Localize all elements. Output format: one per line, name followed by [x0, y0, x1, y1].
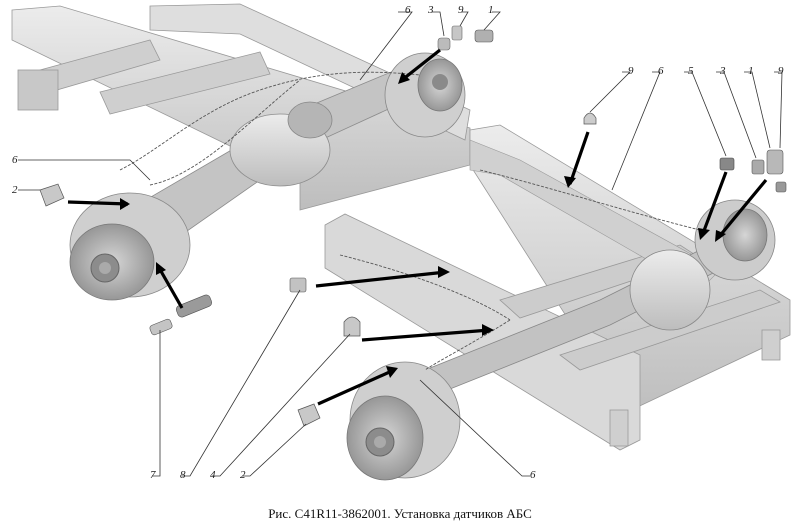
callout-bottom-7: 7: [150, 469, 156, 481]
callout-right-9: 9: [778, 65, 784, 77]
callout-top-6: 6: [405, 4, 411, 16]
arrow-clip-4-head: [482, 324, 494, 336]
arrow-top-sensor-head: [398, 72, 410, 84]
figure-caption: Рис. С41R11-3862001. Установка датчиков …: [268, 506, 532, 521]
arrow-right-sensor-a: [700, 171, 728, 237]
callout-right-3: 3: [719, 65, 726, 77]
callout-left-2: 2: [12, 184, 18, 196]
rear-left-hub: [346, 361, 461, 481]
part-bracket-bottom: [297, 403, 321, 427]
callout-mid-9: 9: [628, 65, 634, 77]
part-sensor-7b: [149, 318, 173, 336]
rear-frame-leg-1: [609, 409, 629, 447]
part-clip-mid: [583, 112, 597, 125]
callout-right-1: 1: [748, 65, 754, 77]
part-clip-9: [775, 181, 787, 193]
callout-bottom-8: 8: [180, 469, 186, 481]
callout-right-5: 5: [688, 65, 694, 77]
callout-top-1: 1: [488, 4, 494, 16]
part-clip-4: [343, 316, 361, 337]
rear-frame-leg-2: [761, 329, 781, 361]
arrow-clip-mid: [568, 131, 590, 185]
arrow-bracket-bottom: [317, 368, 395, 406]
arrow-sensor-7-head: [156, 262, 166, 275]
arrow-left-bracket-head: [120, 198, 130, 210]
abs-wiring-harness: [119, 71, 701, 371]
callout-top-9: 9: [458, 4, 464, 16]
callout-bottom-4: 4: [210, 469, 216, 481]
rear-axle: [399, 239, 736, 406]
part-bushing-3: [751, 159, 765, 175]
rear-differential: [629, 249, 711, 331]
callout-top-3: 3: [427, 4, 434, 16]
callout-left-6: 6: [12, 154, 18, 166]
part-sensor-1: [766, 149, 784, 175]
arrow-clip-4: [361, 328, 491, 342]
arrow-left-bracket: [67, 200, 129, 206]
part-sensor-top: [474, 29, 494, 43]
arrow-top-sensor: [401, 48, 441, 82]
part-bushing-top: [437, 37, 451, 51]
front-right-hub: [384, 52, 466, 138]
arrow-right-sensor-b: [716, 178, 768, 240]
front-diff-cover: [287, 101, 333, 139]
loose-parts: [39, 25, 787, 427]
arrow-sensor-7: [156, 265, 184, 309]
part-clip-top: [451, 25, 463, 41]
callout-mid-6: 6: [658, 65, 664, 77]
front-spring-bracket: [17, 69, 59, 111]
arrow-clip-mid-head: [564, 176, 576, 188]
callout-leaders: [18, 11, 783, 477]
callout-bottom-2: 2: [240, 469, 246, 481]
callout-labels: 6 3 9 1 9 6 5 3 1 9 6 2 7 8 4 2 6: [12, 4, 784, 481]
part-sensor-7a: [175, 294, 213, 318]
arrow-bracket-bottom-head: [386, 366, 398, 378]
arrow-right-sensor-b-head: [715, 230, 726, 242]
arrow-right-sensor-a-head: [698, 228, 710, 240]
front-left-hub: [69, 192, 191, 301]
callout-bottom-6: 6: [530, 469, 536, 481]
front-cross-member-2: [99, 51, 271, 115]
arrow-clip-8: [315, 270, 447, 288]
rear-right-hub: [694, 199, 776, 281]
arrow-clip-8-head: [438, 266, 450, 278]
part-clip-8: [289, 277, 307, 293]
indicator-arrows: [67, 48, 768, 406]
part-sensor-5: [719, 157, 735, 171]
part-bracket-left: [39, 183, 65, 207]
